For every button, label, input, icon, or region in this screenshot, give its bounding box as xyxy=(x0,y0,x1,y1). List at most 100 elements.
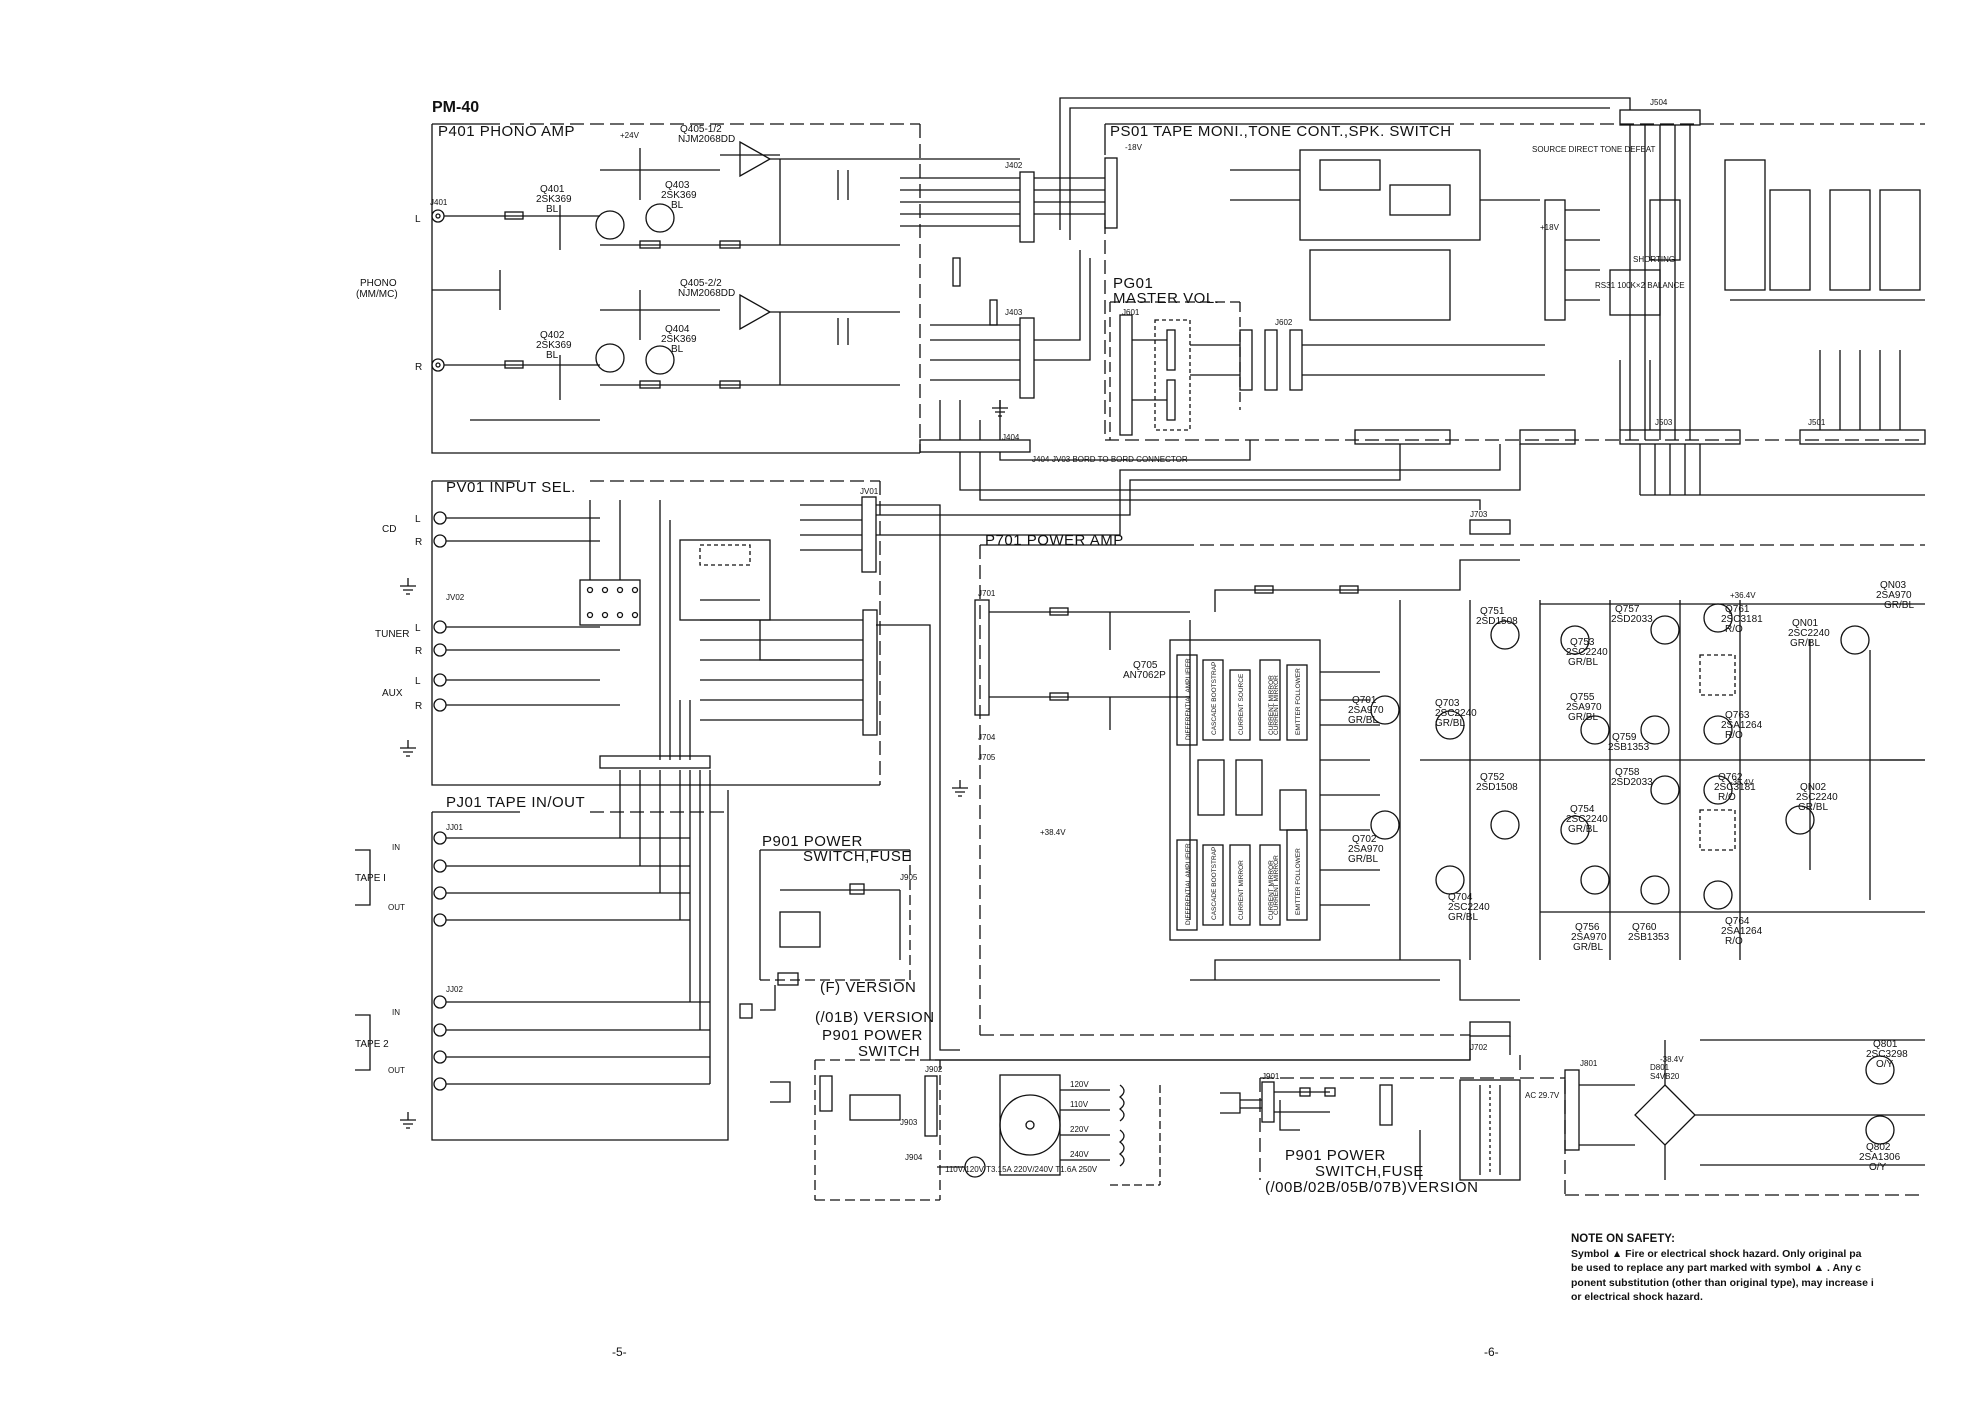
voltage-label: -38.4V xyxy=(1660,1055,1684,1064)
voltage-label: -36.4V xyxy=(1730,778,1754,787)
q705-label: Q705 xyxy=(1133,660,1158,671)
q402-type: 2SK369 xyxy=(536,340,572,351)
safety-note: NOTE ON SAFETY: Symbol ▲ Fire or electri… xyxy=(1571,1232,1985,1305)
q753-label: Q753 xyxy=(1570,637,1595,648)
tape2-label: TAPE 2 xyxy=(355,1039,389,1050)
q756-grade: GR/BL xyxy=(1573,942,1603,953)
q758-label: Q758 xyxy=(1615,767,1640,778)
page-number-right: -6- xyxy=(1484,1345,1499,1359)
tape-inout-title: PJ01 TAPE IN/OUT xyxy=(446,794,585,811)
interconnect-wiring xyxy=(876,97,1631,1061)
connector-label: JJ01 xyxy=(446,823,463,832)
q401-grade: BL xyxy=(546,204,559,215)
q751-label: Q751 xyxy=(1480,606,1505,617)
connector-label: J501 xyxy=(1808,418,1826,427)
q764-type: 2SA1264 xyxy=(1721,926,1763,937)
q757-type: 2SD2033 xyxy=(1611,614,1653,625)
q403-grade: BL xyxy=(671,200,684,211)
power-amp-title: P701 POWER AMP xyxy=(985,532,1124,549)
connector-label: J402 xyxy=(1005,161,1023,170)
aux-l-label: L xyxy=(415,676,421,687)
psw-f-block xyxy=(739,849,911,1019)
q757-label: Q757 xyxy=(1615,604,1640,615)
q756-label: Q756 xyxy=(1575,922,1600,933)
phono-r-label: R xyxy=(415,362,422,373)
ic-block-label: DIFFERENTIAL AMPLIFIER xyxy=(1185,658,1192,740)
shorting-label: SHORTING xyxy=(1633,255,1675,264)
q760-label: Q760 xyxy=(1632,922,1657,933)
qn03-label: QN03 xyxy=(1880,580,1907,591)
q704-type: 2SC2240 xyxy=(1448,902,1490,913)
q756-type: 2SA970 xyxy=(1571,932,1607,943)
safety-note-line: ponent substitution (other than original… xyxy=(1571,1276,1874,1289)
voltage-label: AC 29.7V xyxy=(1525,1091,1560,1100)
tape-moni-title: PS01 TAPE MONI.,TONE CONT.,SPK. SWITCH xyxy=(1110,123,1452,140)
input-sel-block xyxy=(431,480,881,786)
voltage-label: +38.4V xyxy=(1040,828,1066,837)
q703-type: 2SC2240 xyxy=(1435,708,1477,719)
q763-grade: R/O xyxy=(1725,730,1743,741)
safety-note-line: be used to replace any part marked with … xyxy=(1571,1262,1862,1274)
connector-label: J901 xyxy=(1262,1072,1280,1081)
safety-note-line: Symbol ▲ Fire or electrical shock hazard… xyxy=(1571,1247,1862,1260)
connector-label: J601 xyxy=(1122,308,1140,317)
connector-label: J401 xyxy=(430,198,448,207)
psw-f-title-2: SWITCH,FUSE xyxy=(803,848,912,865)
ic-block-label: DIFFERENTIAL AMPLIFIER xyxy=(1185,843,1192,925)
tap-label: 120V xyxy=(1070,1080,1089,1089)
connector-label: JJ02 xyxy=(446,985,463,994)
psw-00b-version: (/00B/02B/05B/07B)VERSION xyxy=(1265,1179,1478,1196)
connector-label: J703 xyxy=(1470,510,1488,519)
qn01-type: 2SC2240 xyxy=(1788,628,1830,639)
tape-inout-block xyxy=(355,770,729,1141)
connector-label: J705 xyxy=(978,753,996,762)
q752-label: Q752 xyxy=(1480,772,1505,783)
q404-grade: BL xyxy=(671,344,684,355)
q405-1-label: Q405-1/2 xyxy=(680,124,722,135)
d801-type: S4VB20 xyxy=(1650,1072,1680,1081)
q761-type: 2SC3181 xyxy=(1721,614,1763,625)
connector-label: JV02 xyxy=(446,593,465,602)
q405-1-type: NJM2068DD xyxy=(678,134,735,145)
q753-type: 2SC2240 xyxy=(1566,647,1608,658)
voltage-label: +18V xyxy=(1540,223,1560,232)
master-vol-block xyxy=(1109,301,1545,440)
master-vol-title-1: PG01 xyxy=(1113,275,1153,292)
psw-f-version: (F) VERSION xyxy=(820,979,916,996)
q763-label: Q763 xyxy=(1725,710,1750,721)
q801-label: Q801 xyxy=(1873,1039,1898,1050)
ic-block-label: CURRENT MIRROR xyxy=(1238,860,1245,920)
d801-label: D801 xyxy=(1650,1063,1670,1072)
q702-type: 2SA970 xyxy=(1348,844,1384,855)
safety-note-line: or electrical shock hazard. xyxy=(1571,1291,1703,1303)
phono-input-label-2: (MM/MC) xyxy=(356,289,398,300)
q759-type: 2SB1353 xyxy=(1608,742,1650,753)
psw-01b-block xyxy=(770,1059,1161,1201)
q702-label: Q702 xyxy=(1352,834,1377,845)
psw-01b-title-2: SWITCH xyxy=(858,1043,920,1060)
q802-grade: O/Y xyxy=(1869,1162,1887,1173)
phono-amp-block xyxy=(431,123,1035,454)
qn03-grade: GR/BL xyxy=(1884,600,1914,611)
psw-00b-title-2: SWITCH,FUSE xyxy=(1315,1163,1424,1180)
q703-label: Q703 xyxy=(1435,698,1460,709)
q755-type: 2SA970 xyxy=(1566,702,1602,713)
qn02-label: QN02 xyxy=(1800,782,1827,793)
tape1-label: TAPE I xyxy=(355,873,386,884)
q403-label: Q403 xyxy=(665,180,690,191)
q752-type: 2SD1508 xyxy=(1476,782,1518,793)
voltage-label: -18V xyxy=(1125,143,1143,152)
q751-type: 2SD1508 xyxy=(1476,616,1518,627)
ic-block-label: CURRENT SOURCE xyxy=(1238,673,1245,735)
aux-input-label: AUX xyxy=(382,688,403,699)
ic-block-label: CASCADE BOOTSTRAP xyxy=(1211,662,1218,735)
tap-label: 110V xyxy=(1070,1100,1089,1109)
power-amp-block xyxy=(974,519,1925,1037)
qn02-type: 2SC2240 xyxy=(1796,792,1838,803)
ic-block-label: CURRENT MIRROR xyxy=(1273,855,1280,915)
q755-grade: GR/BL xyxy=(1568,712,1598,723)
q405-2-type: NJM2068DD xyxy=(678,288,735,299)
cd-input-label: CD xyxy=(382,524,396,535)
connector-label: J602 xyxy=(1275,318,1293,327)
